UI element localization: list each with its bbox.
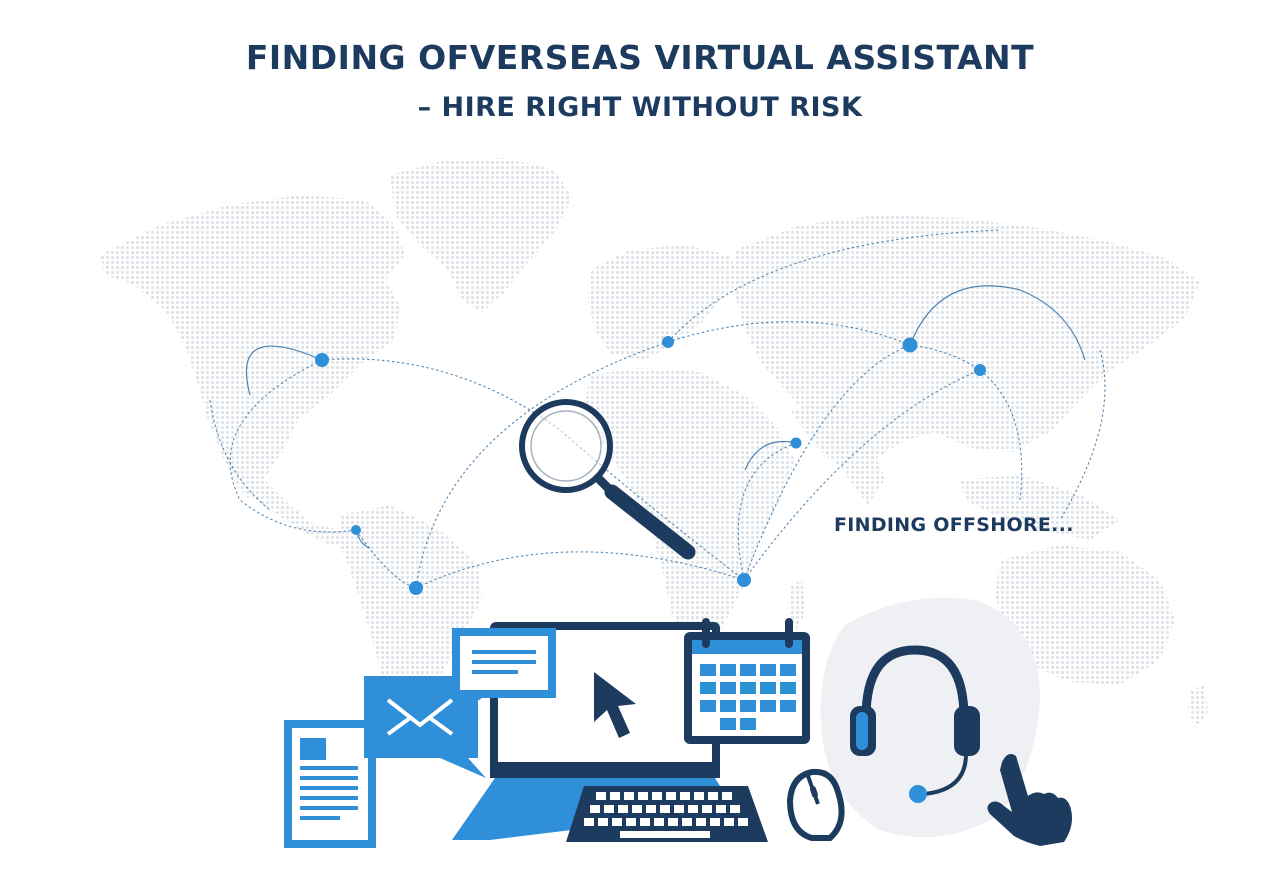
computer-mouse-icon <box>786 768 845 841</box>
headset-icon <box>850 645 980 803</box>
magnifying-glass-icon <box>519 399 696 560</box>
connection-arc <box>979 369 1023 501</box>
search-status-label: FINDING OFFSHORE... <box>834 514 1074 536</box>
location-dot <box>902 337 918 353</box>
connection-arc-solid <box>744 440 797 471</box>
australia-landmass <box>995 545 1175 685</box>
connection-arc <box>355 529 417 589</box>
south-america-landmass <box>338 505 482 740</box>
envelope-icon <box>364 676 486 778</box>
connection-arc <box>415 551 745 589</box>
connection-arc <box>415 341 669 589</box>
page-subtitle: – HIRE RIGHT WITHOUT RISK <box>417 92 863 123</box>
mouse-pointer-icon <box>594 672 636 738</box>
connection-arc <box>321 358 745 581</box>
connection-arc <box>743 369 981 581</box>
europe-landmass <box>588 245 740 360</box>
headset-halo <box>820 597 1040 838</box>
calendar-icon <box>684 618 810 744</box>
japan-landmass <box>1075 320 1100 372</box>
north-america-landmass <box>100 195 405 500</box>
connection-arc <box>737 442 797 581</box>
location-dot <box>737 573 751 587</box>
madagascar-landmass <box>788 580 806 630</box>
location-dot <box>351 525 361 535</box>
new-zealand-landmass <box>1188 685 1208 728</box>
greenland-landmass <box>390 158 572 312</box>
southeast-asia-islands <box>960 475 1120 540</box>
connection-arc <box>229 359 357 533</box>
connection-arc <box>209 399 271 511</box>
chat-bubble-icon <box>452 628 556 714</box>
asia-landmass <box>735 215 1200 462</box>
page-title: FINDING OFVERSEAS VIRTUAL ASSISTANT <box>245 38 1035 77</box>
central-america-landmass <box>245 480 350 545</box>
document-icon <box>284 720 376 848</box>
location-dot <box>974 364 986 376</box>
south-asia-landmass <box>790 400 885 505</box>
location-dot <box>315 353 329 367</box>
keyboard-icon <box>566 786 768 842</box>
location-dot <box>409 581 423 595</box>
connection-arc <box>667 229 1001 343</box>
location-dot <box>790 437 802 449</box>
pointing-hand-icon <box>987 754 1072 846</box>
connection-arc-solid <box>909 285 1086 361</box>
connection-arc-solid <box>245 345 323 396</box>
location-dot <box>662 336 674 348</box>
